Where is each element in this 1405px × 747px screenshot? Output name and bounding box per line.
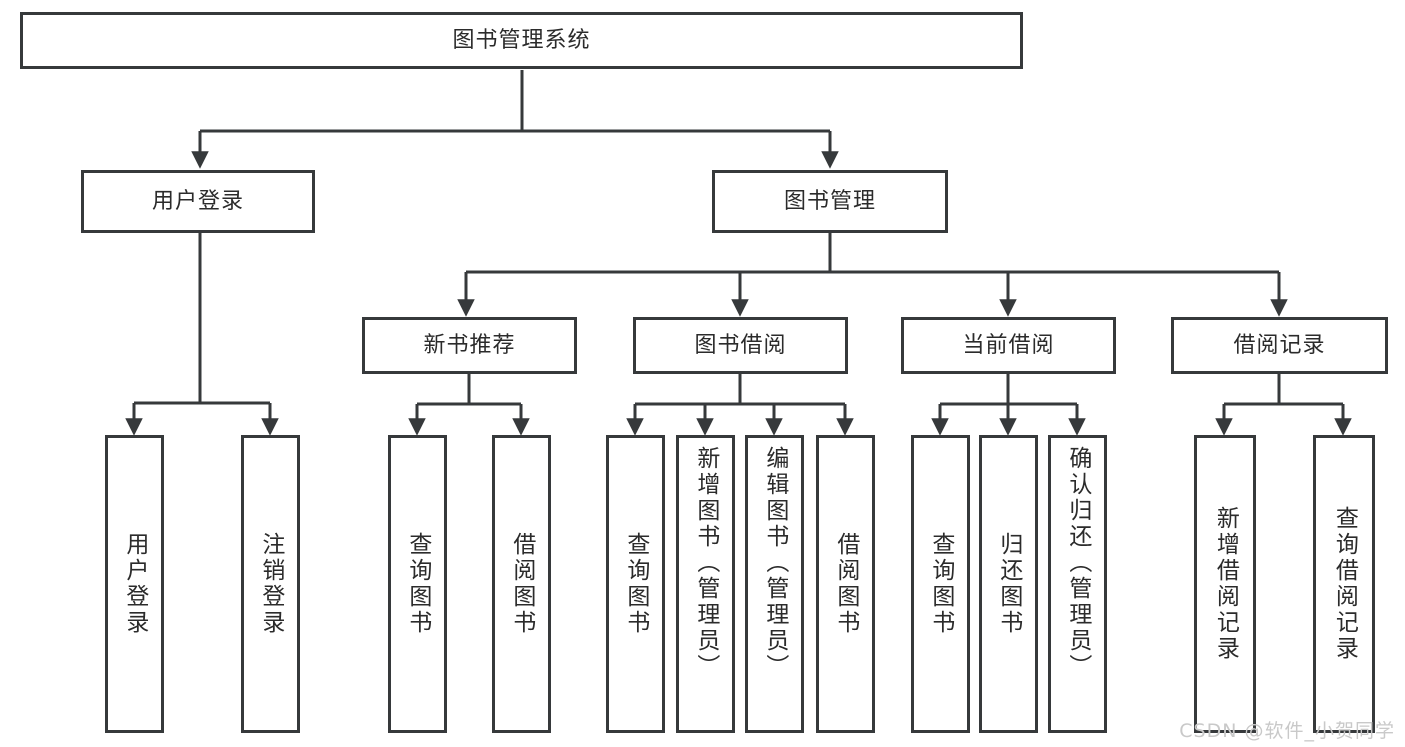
leaf-new-book-borrow-book[interactable]: 借阅图书 bbox=[492, 435, 551, 733]
node-root[interactable]: 图书管理系统 bbox=[20, 12, 1023, 69]
node-new-book-recommend-label: 新书推荐 bbox=[423, 332, 516, 358]
leaf-label: 借阅图书 bbox=[832, 532, 859, 636]
node-user-login[interactable]: 用户登录 bbox=[81, 170, 315, 233]
node-current-borrow-label: 当前借阅 bbox=[962, 332, 1055, 358]
leaf-label: 新增图书（管理员） bbox=[692, 446, 719, 680]
node-new-book-recommend[interactable]: 新书推荐 bbox=[362, 317, 577, 374]
leaf-label: 编辑图书（管理员） bbox=[761, 446, 788, 680]
leaf-label: 确认归还（管理员） bbox=[1064, 446, 1091, 680]
leaf-label: 查询图书 bbox=[404, 532, 431, 636]
leaf-label: 归还图书 bbox=[995, 532, 1022, 636]
leaf-borrow-record-query-record[interactable]: 查询借阅记录 bbox=[1313, 435, 1375, 733]
leaf-label: 查询图书 bbox=[622, 532, 649, 636]
node-book-borrow[interactable]: 图书借阅 bbox=[633, 317, 848, 374]
leaf-book-borrow-add-book-admin[interactable]: 新增图书（管理员） bbox=[676, 435, 735, 733]
leaf-current-borrow-query-book[interactable]: 查询图书 bbox=[911, 435, 970, 733]
leaf-user-login-logout[interactable]: 注销登录 bbox=[241, 435, 300, 733]
leaf-borrow-record-add-record[interactable]: 新增借阅记录 bbox=[1194, 435, 1256, 733]
node-borrow-record-label: 借阅记录 bbox=[1233, 332, 1326, 358]
leaf-label: 借阅图书 bbox=[508, 532, 535, 636]
leaf-label: 查询图书 bbox=[927, 532, 954, 636]
leaf-current-borrow-confirm-return-admin[interactable]: 确认归还（管理员） bbox=[1048, 435, 1107, 733]
node-book-management-label: 图书管理 bbox=[783, 188, 876, 214]
leaf-user-login-login[interactable]: 用户登录 bbox=[105, 435, 164, 733]
leaf-label: 新增借阅记录 bbox=[1212, 506, 1239, 662]
leaf-new-book-query-book[interactable]: 查询图书 bbox=[388, 435, 447, 733]
leaf-label: 查询借阅记录 bbox=[1331, 506, 1358, 662]
watermark: CSDN @软件_小贺同学 bbox=[1179, 720, 1395, 742]
node-user-login-label: 用户登录 bbox=[151, 188, 244, 214]
node-book-borrow-label: 图书借阅 bbox=[694, 332, 787, 358]
node-root-label: 图书管理系统 bbox=[452, 27, 591, 53]
leaf-current-borrow-return-book[interactable]: 归还图书 bbox=[979, 435, 1038, 733]
leaf-label: 注销登录 bbox=[257, 532, 284, 636]
leaf-label: 用户登录 bbox=[121, 532, 148, 636]
leaf-book-borrow-query-book[interactable]: 查询图书 bbox=[606, 435, 665, 733]
leaf-book-borrow-edit-book-admin[interactable]: 编辑图书（管理员） bbox=[745, 435, 804, 733]
leaf-book-borrow-borrow-book[interactable]: 借阅图书 bbox=[816, 435, 875, 733]
node-borrow-record[interactable]: 借阅记录 bbox=[1171, 317, 1388, 374]
node-book-management[interactable]: 图书管理 bbox=[712, 170, 948, 233]
node-current-borrow[interactable]: 当前借阅 bbox=[901, 317, 1116, 374]
